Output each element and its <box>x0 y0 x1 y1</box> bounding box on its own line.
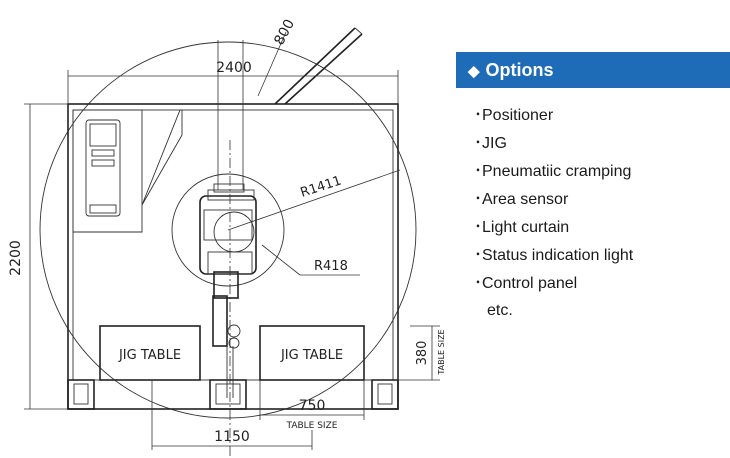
bullet: ･ <box>474 163 483 180</box>
options-header: ◆ Options <box>456 52 730 88</box>
cell-frame-inner <box>72 109 394 381</box>
robot-arm <box>212 271 241 398</box>
dim-table-span-value: 1150 <box>214 429 250 445</box>
options-title: Options <box>485 60 554 80</box>
options-list: ･Positioner ･JIG ･Pneumatiic cramping ･A… <box>474 102 730 298</box>
list-item-label: Status indication light <box>482 247 634 264</box>
table-size-horizontal-label: TABLE SIZE <box>286 421 338 431</box>
list-item: ･Pneumatiic cramping <box>474 158 730 186</box>
list-item-label: Light curtain <box>482 219 570 236</box>
list-item-label: Area sensor <box>482 191 569 208</box>
list-item-label: Control panel <box>482 275 578 292</box>
options-footer: etc. <box>487 302 513 319</box>
list-item: ･Area sensor <box>474 186 730 214</box>
list-item-label: Positioner <box>482 107 554 124</box>
dim-table-height: 380 TABLE SIZE <box>364 325 446 381</box>
list-item: ･Status indication light <box>474 242 730 270</box>
list-item: ･JIG <box>474 130 730 158</box>
controller-box <box>72 109 183 233</box>
dim-width-top-value: 2400 <box>216 60 252 76</box>
table-size-vertical-label: TABLE SIZE <box>437 329 446 375</box>
dim-table-span: 1150 <box>151 380 313 450</box>
radius-inner-label: R418 <box>314 259 348 274</box>
jig-table-right-label: JIG TABLE <box>280 348 343 363</box>
door-swing <box>257 27 363 105</box>
list-item: ･Light curtain <box>474 214 730 242</box>
dim-height-left-value: 2200 <box>8 240 24 276</box>
bullet: ･ <box>474 219 483 236</box>
bullet: ･ <box>474 107 483 124</box>
radius-inner-leader <box>261 244 301 276</box>
jig-table-left-label: JIG TABLE <box>118 348 181 363</box>
dim-table-width: 750 TABLE SIZE <box>259 380 365 431</box>
options-panel: ◆Options ･Positioner ･JIG ･Pneumatiic cr… <box>456 52 730 458</box>
jig-table-right: JIG TABLE <box>259 325 365 381</box>
bullet: ･ <box>474 135 483 152</box>
radius-outer-leader <box>227 169 401 231</box>
bullet: ･ <box>474 275 483 292</box>
jig-table-left: JIG TABLE <box>99 325 201 381</box>
dim-table-height-value: 380 <box>415 341 430 366</box>
radius-outer-label: R1411 <box>299 174 344 201</box>
list-item: ･Control panel <box>474 270 730 298</box>
robot-base <box>199 183 257 275</box>
bullet: ･ <box>474 191 483 208</box>
list-item: ･Positioner <box>474 102 730 130</box>
outer-reach-circle <box>39 41 417 419</box>
dim-diag-value: 800 <box>271 17 298 48</box>
layout-drawing: R1411 R418 JIG TABLE JIG TABLE 2400 800 … <box>8 17 446 458</box>
inner-reach-circle <box>171 173 285 287</box>
list-item-label: JIG <box>482 135 507 152</box>
dim-height-left: 2200 <box>8 103 68 410</box>
dim-table-width-value: 750 <box>299 398 326 414</box>
dim-width-top: 2400 <box>67 60 399 104</box>
bullet: ･ <box>474 247 483 264</box>
diamond-icon: ◆ <box>468 63 480 80</box>
list-item-label: Pneumatiic cramping <box>482 163 632 180</box>
